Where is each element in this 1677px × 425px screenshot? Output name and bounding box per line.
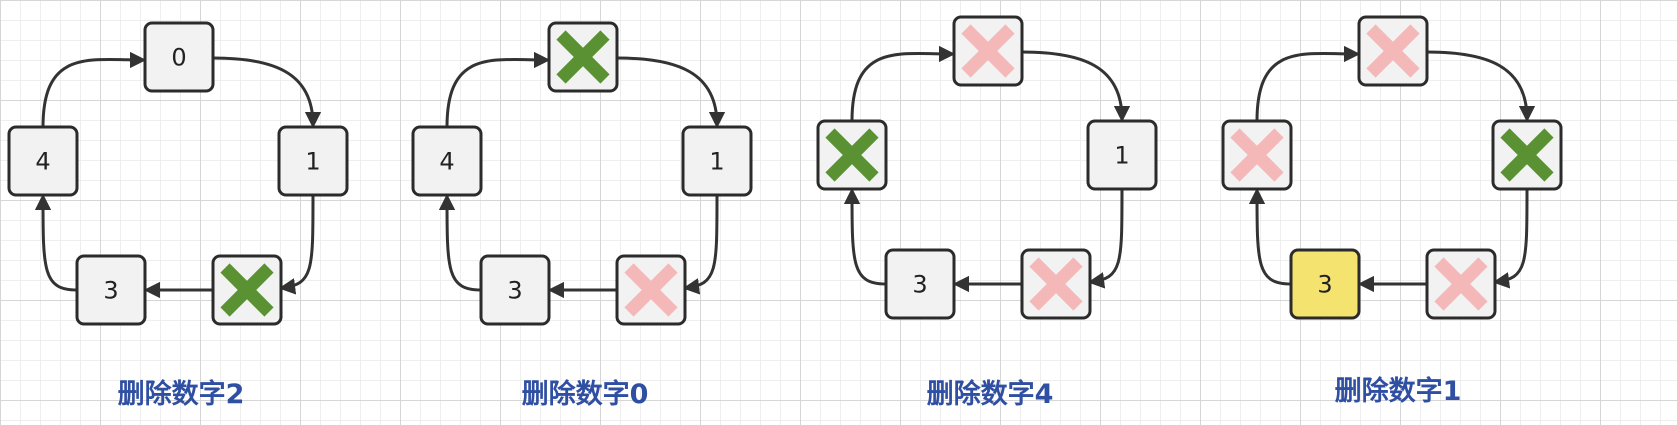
node-box — [1289, 248, 1361, 320]
edge-top-to-right — [1021, 50, 1131, 123]
node-box — [143, 21, 215, 93]
edge-bottom-left-to-left — [34, 193, 78, 292]
node-label: 1 — [305, 148, 320, 176]
node-label: 3 — [912, 271, 927, 299]
node-box — [411, 125, 483, 197]
edge-right-to-bottom-right — [278, 194, 315, 295]
node-left: 4 — [7, 125, 79, 197]
node-label: 4 — [439, 148, 454, 176]
x-mark-icon — [961, 24, 1015, 78]
edge-left-to-top — [850, 45, 956, 122]
edge-top-to-right — [212, 56, 322, 129]
ring-diagram-4: 3 删除数字1 — [1221, 15, 1563, 407]
panel-caption: 删除数字1 — [1335, 375, 1462, 407]
panel-caption: 删除数字4 — [927, 378, 1054, 410]
node-top — [952, 15, 1024, 87]
node-right: 1 — [1086, 119, 1158, 191]
node-box — [884, 248, 956, 320]
edge-left-to-top — [445, 51, 551, 128]
edge-left-to-top — [1255, 45, 1361, 122]
node-right: 1 — [681, 125, 753, 197]
node-label: 1 — [1114, 142, 1129, 170]
edge-bottom-left-to-left — [438, 193, 482, 292]
node-bottom-right — [211, 254, 283, 326]
x-mark-icon — [1029, 257, 1083, 311]
node-label: 1 — [709, 148, 724, 176]
node-bottom-right — [1425, 248, 1497, 320]
ring-diagram-1: 0 1 3 4 删除数字2 — [7, 21, 349, 410]
x-mark-icon — [624, 263, 678, 317]
node-box — [1086, 119, 1158, 191]
node-right: 1 — [277, 125, 349, 197]
edge-top-to-right — [616, 56, 726, 129]
node-box — [75, 254, 147, 326]
x-mark-icon — [1434, 257, 1488, 311]
x-mark-icon — [220, 263, 274, 317]
node-top — [1357, 15, 1429, 87]
node-label: 3 — [103, 277, 118, 305]
node-left — [816, 119, 888, 191]
node-bottom-right — [1020, 248, 1092, 320]
edge-bottom-left-to-left — [843, 187, 887, 286]
node-left: 4 — [411, 125, 483, 197]
node-label: 4 — [35, 148, 50, 176]
edge-right-to-bottom-right — [1087, 188, 1124, 289]
edge-right-to-bottom-right — [1492, 188, 1529, 289]
node-left — [1221, 119, 1293, 191]
edge-left-to-top — [41, 51, 147, 128]
edge-top-to-right — [1426, 50, 1536, 123]
node-label: 3 — [1317, 271, 1332, 299]
node-bottom-left: 3 — [1289, 248, 1361, 320]
panel-caption: 删除数字0 — [522, 378, 649, 410]
panel-caption: 删除数字2 — [118, 378, 245, 410]
node-top — [547, 21, 619, 93]
x-mark-icon — [1366, 24, 1420, 78]
ring-diagram-2: 1 3 4 删除数字0 — [411, 21, 753, 410]
ring-diagram-3: 1 3 删除数字4 — [816, 15, 1158, 410]
node-label: 0 — [171, 44, 186, 72]
node-top: 0 — [143, 21, 215, 93]
node-bottom-left: 3 — [75, 254, 147, 326]
node-right — [1491, 119, 1563, 191]
node-box — [479, 254, 551, 326]
edge-bottom-left-to-left — [1248, 187, 1292, 286]
node-box — [277, 125, 349, 197]
x-mark-icon — [825, 128, 879, 182]
node-label: 3 — [507, 277, 522, 305]
x-mark-icon — [556, 30, 610, 84]
edge-right-to-bottom-right — [682, 194, 719, 295]
node-bottom-left: 3 — [479, 254, 551, 326]
x-mark-icon — [1230, 128, 1284, 182]
x-mark-icon — [1500, 128, 1554, 182]
node-box — [681, 125, 753, 197]
node-box — [7, 125, 79, 197]
node-bottom-left: 3 — [884, 248, 956, 320]
node-bottom-right — [615, 254, 687, 326]
